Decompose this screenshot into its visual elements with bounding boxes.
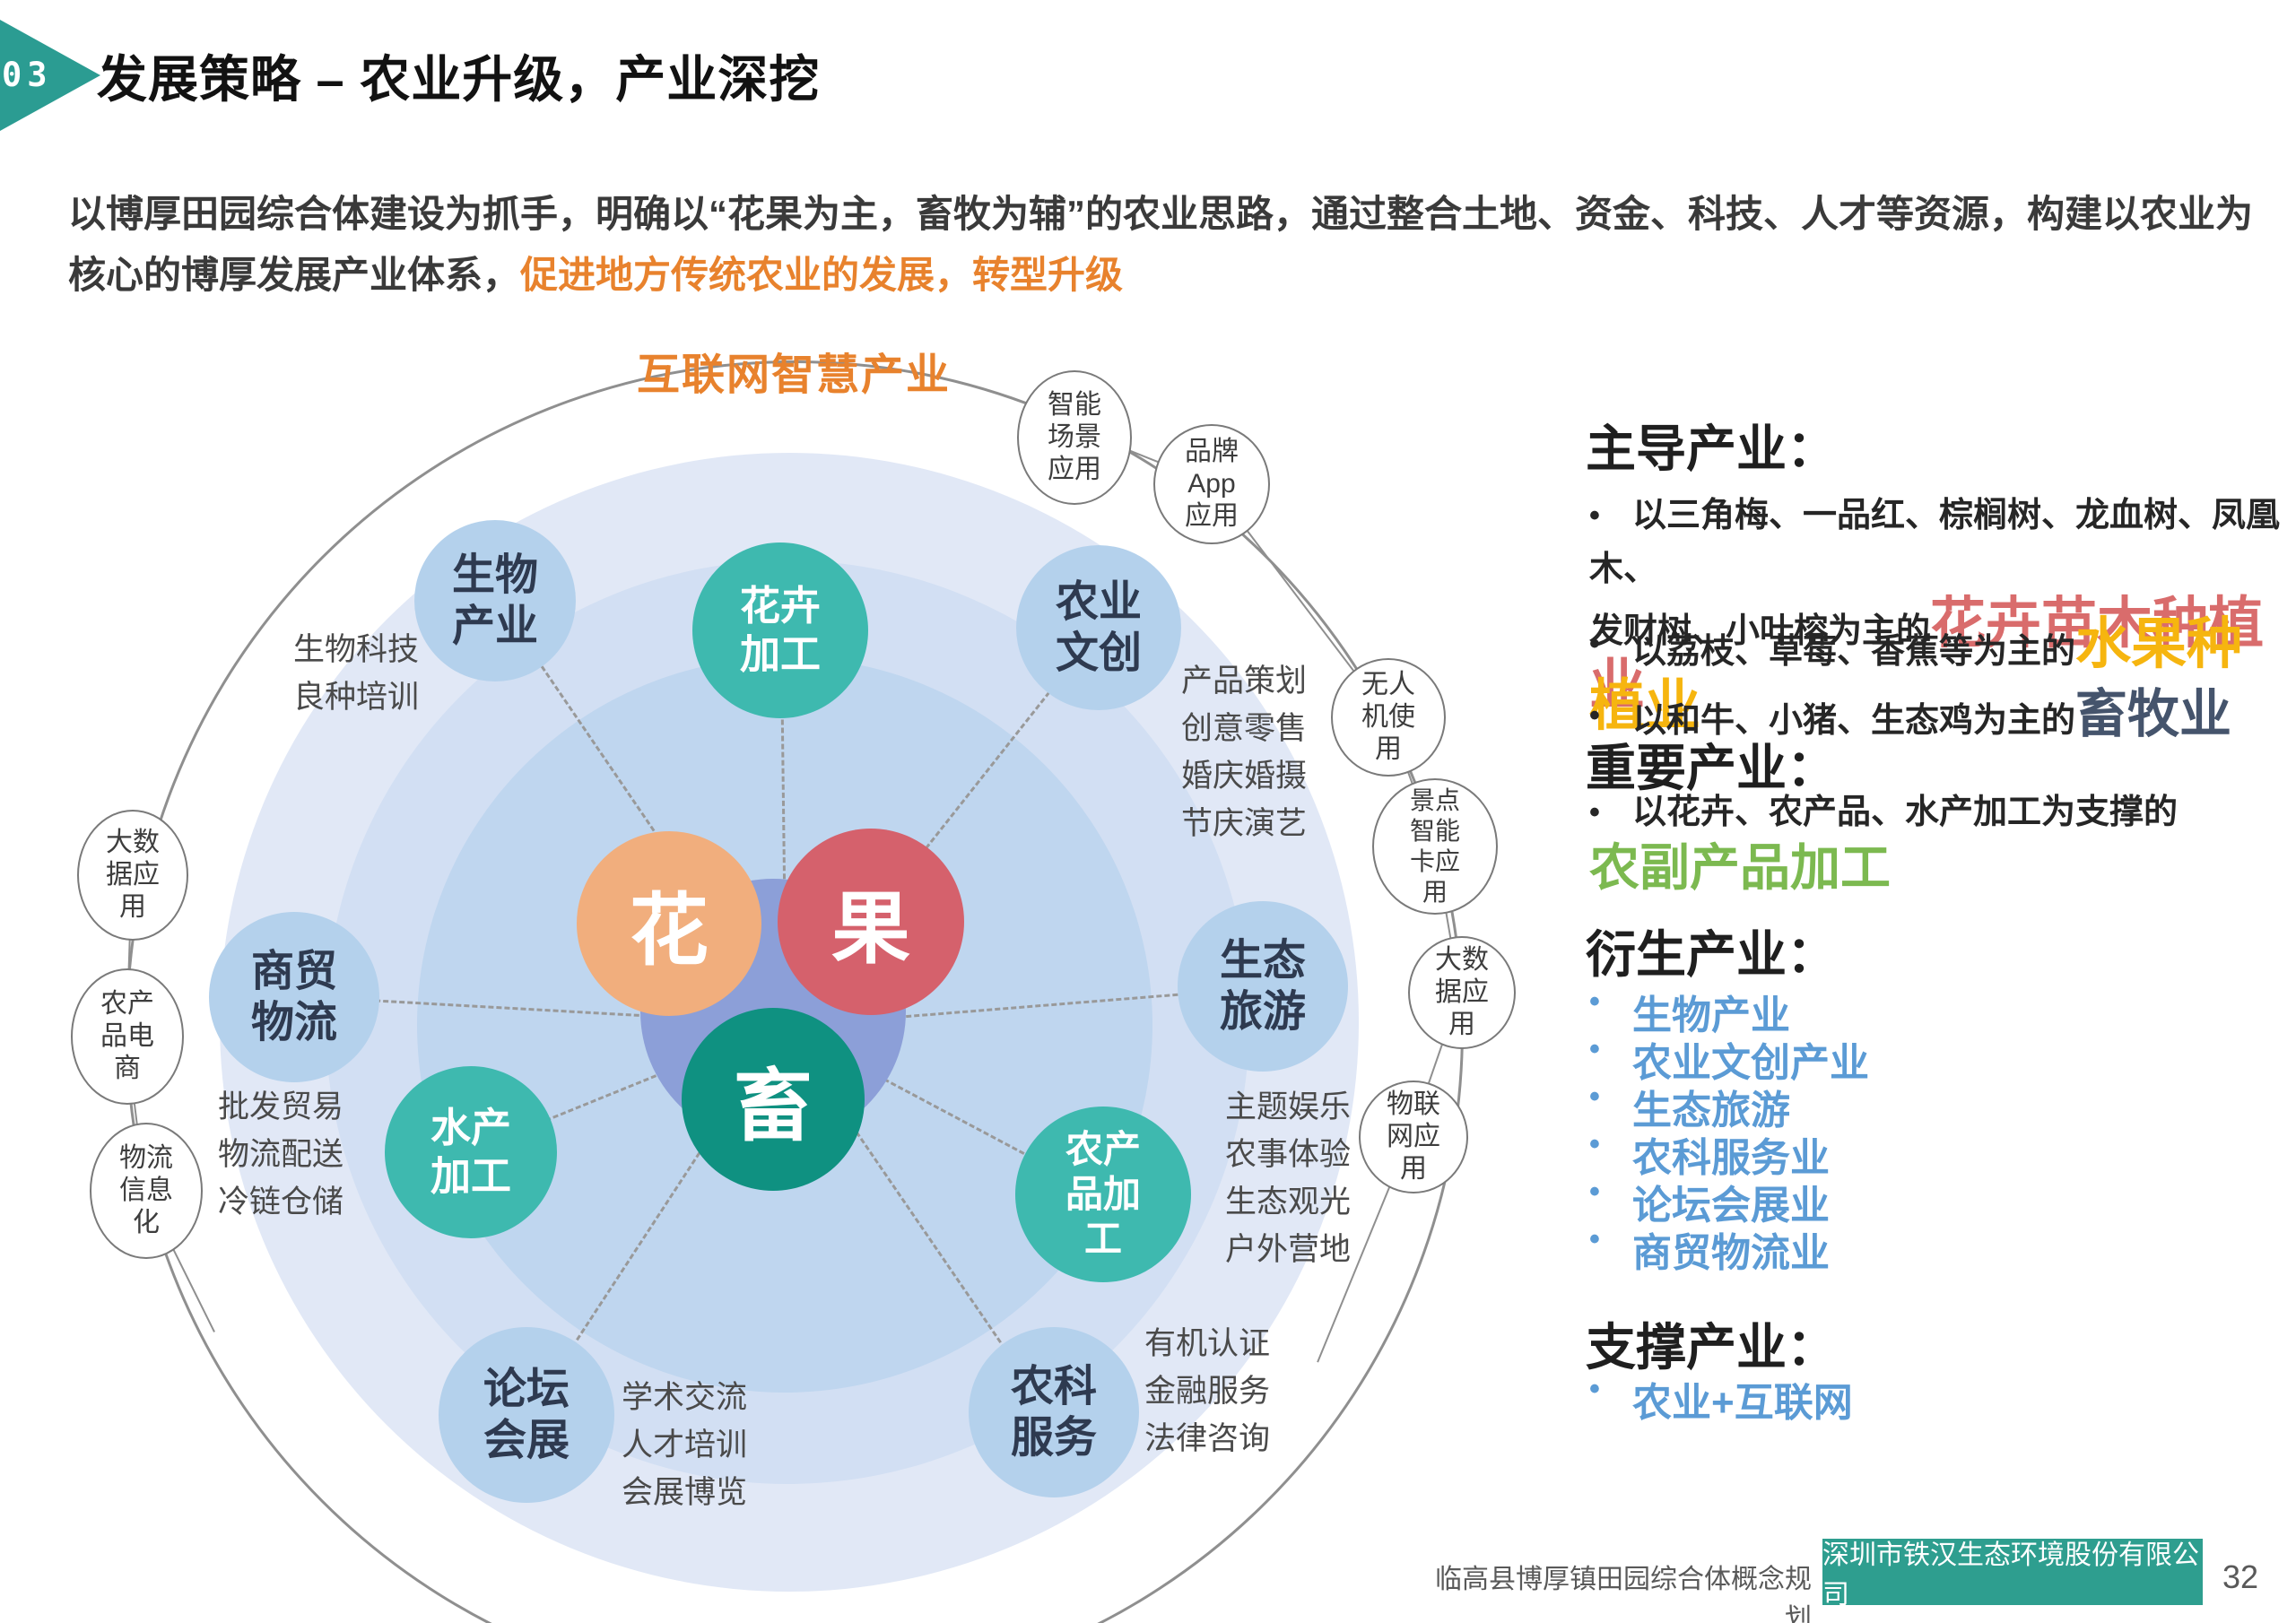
footer-page-number: 32 (2222, 1558, 2259, 1595)
derived-item: 农业文创产业 (1589, 1030, 1869, 1085)
item-text: 以和牛、小猪、生态鸡为主的 (1632, 702, 2076, 740)
panel-lead-item-3: 以和牛、小猪、生态鸡为主的畜牧业 (1589, 689, 2296, 748)
bubble-label: 论坛 会展 (483, 1366, 570, 1464)
item-text: 以荔枝、草莓、香蕉等为主的 (1632, 633, 2076, 671)
page-title: 发展策略 – 农业升级，产业深挖 (97, 51, 821, 108)
bubble-label: 生态 旅游 (1219, 937, 1306, 1036)
item-text: 以花卉、农产品、水产加工为支撑的 (1632, 794, 2179, 831)
bubble-label: 花卉 加工 (739, 583, 821, 677)
bubble-label: 农业 文创 (1055, 578, 1142, 677)
derived-item: 农科服务业 (1589, 1125, 1869, 1180)
satellite-label: 品牌 App 应用 (1185, 437, 1239, 531)
bubble-produce-processing: 农产 品加 工 (1015, 1107, 1191, 1282)
derived-item: 生态旅游 (1589, 1078, 1869, 1133)
panel-heading-support: 支撑产业： (1586, 1319, 1837, 1376)
footer-company-badge: 深圳市铁汉生态环境股份有限公司 (1822, 1539, 2203, 1610)
bubble-agri-science-service: 农科 服务 (969, 1327, 1139, 1497)
satellite-drone-use: 无人 机使 用 (1331, 658, 1446, 777)
satellite-label: 景点 智能 卡应 用 (1409, 786, 1460, 906)
bubble-eco-tourism: 生态 旅游 (1178, 901, 1348, 1072)
bubble-label: 生物 产业 (451, 551, 538, 650)
footer-company-name: 深圳市铁汉生态环境股份有限公司 (1822, 1541, 2199, 1610)
bubble-label: 农产 品加 工 (1065, 1128, 1141, 1260)
satellite-big-data-left: 大数 据应 用 (77, 810, 188, 941)
section-number: 03 (2, 56, 53, 94)
diagram-title: 互联网智慧产业 (637, 352, 952, 399)
panel-lead-item-2: 以荔枝、草莓、香蕉等为主的水果种植业 (1589, 617, 2296, 741)
satellite-label: 物流 信息 化 (119, 1143, 173, 1237)
satellite-logistics-info: 物流 信息 化 (90, 1123, 203, 1259)
derived-item: 论坛会展业 (1589, 1173, 1869, 1228)
satellite-smart-card: 景点 智能 卡应 用 (1372, 778, 1498, 915)
annotation-trade-logistics: 批发贸易 物流配送 冷链仓储 (218, 1089, 344, 1219)
annotation-agri-service: 有机认证 金融服务 法律咨询 (1144, 1326, 1271, 1456)
satellite-label: 大数 据应 用 (106, 828, 160, 922)
bubble-label: 水产 加工 (430, 1105, 511, 1199)
satellite-label: 农产 品电 商 (100, 989, 154, 1083)
satellite-label: 无人 机使 用 (1361, 670, 1415, 764)
core-fruit-circle: 果 (778, 829, 964, 1015)
core-livestock-circle: 畜 (682, 1008, 865, 1191)
highlight-agri-byproduct: 农副产品加工 (1589, 839, 1891, 896)
annotation-bio: 生物科技 良种培训 (293, 632, 420, 715)
satellite-produce-ecommerce: 农产 品电 商 (71, 968, 184, 1105)
satellite-brand-app: 品牌 App 应用 (1153, 424, 1270, 544)
panel-heading-lead: 主导产业： (1586, 421, 1837, 477)
satellite-big-data-right: 大数 据应 用 (1408, 936, 1516, 1049)
footer-project-name: 临高县博厚镇田园综合体概念规划 (1435, 1565, 1812, 1623)
derived-item-label: 商贸物流业 (1632, 1231, 1830, 1275)
derived-item: 生物产业 (1589, 983, 1869, 1037)
panel-heading-derived: 衍生产业： (1586, 926, 1837, 983)
intro-text: 以博厚田园综合体建设为抓手，明确以“花果为主，畜牧为辅”的农业思路，通过整合土地… (68, 193, 2254, 296)
core-livestock-label: 畜 (733, 1061, 813, 1150)
intro-paragraph: 以博厚田园综合体建设为抓手，明确以“花果为主，畜牧为辅”的农业思路，通过整合土地… (68, 184, 2262, 306)
bubble-bio-industry: 生物 产业 (414, 520, 576, 681)
bubble-label: 农科 服务 (1010, 1363, 1097, 1462)
bubble-agri-culture-creative: 农业 文创 (1016, 545, 1181, 710)
bubble-trade-logistics: 商贸 物流 (209, 912, 379, 1082)
bubble-flower-processing: 花卉 加工 (692, 542, 868, 718)
core-flower-circle: 花 (577, 831, 761, 1016)
satellite-label: 智能 场景 应用 (1048, 390, 1101, 484)
intro-highlight: 促进地方传统农业的发展，转型升级 (520, 254, 1124, 296)
satellite-smart-scene: 智能 场景 应用 (1017, 370, 1132, 505)
derived-item: 商贸物流业 (1589, 1220, 1869, 1275)
annotation-culture-creative: 产品策划 创意零售 婚庆婚摄 节庆演艺 (1181, 664, 1308, 841)
derived-list: 生物产业 农业文创产业 生态旅游 农科服务业 论坛会展业 商贸物流业 (1589, 983, 1869, 1275)
bubble-forum-expo: 论坛 会展 (439, 1327, 614, 1503)
highlight-livestock: 畜牧业 (2075, 685, 2232, 743)
bubble-label: 商贸 物流 (250, 948, 337, 1046)
satellite-iot: 物联 网应 用 (1359, 1081, 1468, 1193)
core-fruit-label: 果 (831, 883, 910, 973)
panel-important-item: 以花卉、农产品、水产加工为支撑的 农副产品加工 (1589, 785, 2296, 901)
support-item: 农业+互联网 (1589, 1370, 1853, 1425)
annotation-eco-tourism: 主题娱乐 农事体验 生态观光 户外营地 (1225, 1089, 1352, 1267)
satellite-label: 物联 网应 用 (1387, 1089, 1440, 1184)
core-flower-label: 花 (629, 885, 709, 975)
bubble-aquatic-processing: 水产 加工 (385, 1066, 557, 1238)
satellite-label: 大数 据应 用 (1435, 945, 1489, 1039)
annotation-forum-expo: 学术交流 人才培训 会展博览 (622, 1380, 748, 1510)
support-list: 农业+互联网 (1589, 1370, 1853, 1425)
support-item-label: 农业+互联网 (1632, 1381, 1853, 1425)
